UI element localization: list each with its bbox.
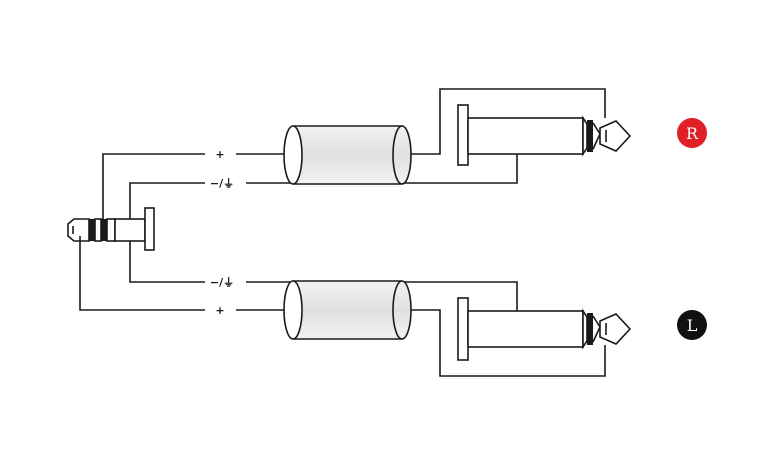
left-channel-badge: L	[677, 310, 707, 340]
left-channel-badge-letter: L	[687, 316, 698, 335]
right-plus-label: +	[215, 148, 224, 161]
right-channel-badge: R	[677, 118, 707, 148]
left-plus-label: +	[215, 304, 224, 317]
right-channel-badge-letter: R	[686, 124, 699, 143]
left-mono-jack-plug	[457, 297, 632, 361]
trs-stereo-plug	[67, 207, 155, 251]
left-minus-ground-label: −/⏚	[210, 276, 234, 289]
right-cable-shield	[283, 125, 412, 185]
right-mono-jack-plug	[457, 104, 632, 166]
right-minus-ground-label: −/⏚	[210, 177, 234, 190]
left-cable-shield	[283, 280, 412, 340]
